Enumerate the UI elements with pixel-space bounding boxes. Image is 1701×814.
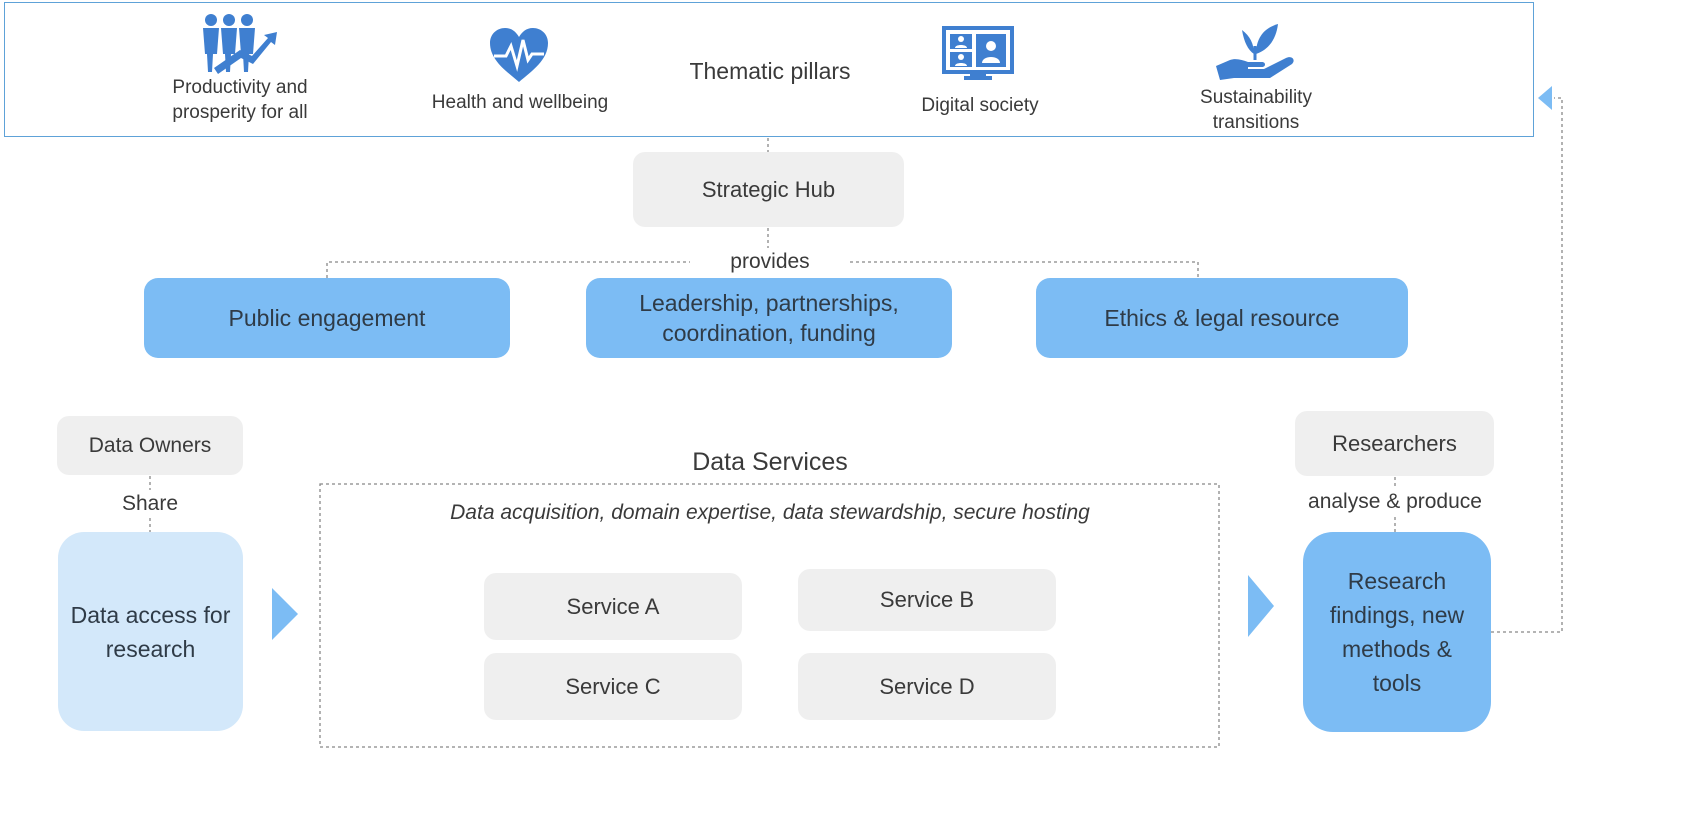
- service-a-box: Service A: [484, 573, 742, 640]
- researchers-box: Researchers: [1295, 411, 1494, 476]
- service-c-box: Service C: [484, 653, 742, 720]
- pillar-label-productivity: Productivity and prosperity for all: [172, 77, 308, 123]
- leadership-box: Leadership, partnerships, coordination, …: [586, 278, 952, 358]
- service-b-box: Service B: [798, 569, 1056, 631]
- data-services-title: Data Services: [692, 447, 848, 476]
- share-label: Share: [100, 490, 200, 518]
- data-services-subtitle: Data acquisition, domain expertise, data…: [450, 501, 1090, 524]
- ethics-legal-box: Ethics & legal resource: [1036, 278, 1408, 358]
- pillar-label-health: Health and wellbeing: [431, 92, 609, 113]
- analyse-produce-label: analyse & produce: [1292, 488, 1498, 516]
- strategic-hub-box: Strategic Hub: [633, 152, 904, 227]
- hand-plant-icon: [1214, 20, 1298, 82]
- pillar-label-digital: Digital society: [921, 95, 1039, 116]
- public-engagement-box: Public engagement: [144, 278, 510, 358]
- pillar-label-sustainability: Sustainability transitions: [1200, 87, 1312, 133]
- provides-label: provides: [715, 249, 825, 275]
- heart-pulse-icon: [488, 26, 550, 84]
- video-call-icon: [942, 26, 1014, 82]
- data-owners-box: Data Owners: [57, 416, 243, 475]
- data-access-box: Data access for research: [58, 532, 243, 731]
- service-d-box: Service D: [798, 653, 1056, 720]
- pillars-title: Thematic pillars: [689, 57, 851, 84]
- people-growth-icon: [200, 12, 280, 74]
- research-findings-box: Research findings, new methods & tools: [1303, 532, 1491, 732]
